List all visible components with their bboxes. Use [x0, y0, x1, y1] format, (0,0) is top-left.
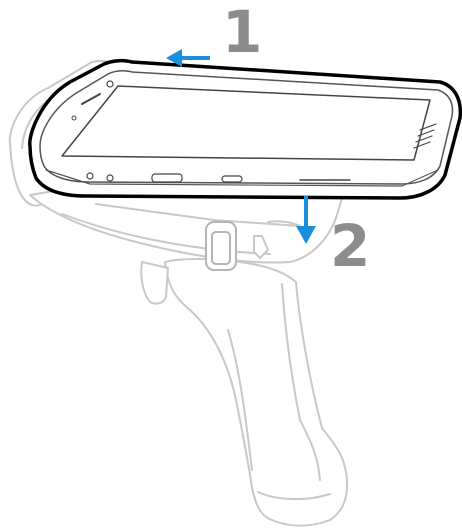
handle-grip-bottom	[257, 491, 331, 501]
handle-grip-edge	[227, 329, 253, 471]
mobile-device	[28, 58, 462, 200]
device-speaker	[81, 93, 101, 105]
step-2-number: 2	[330, 212, 370, 280]
step-1: 1	[166, 0, 262, 67]
device-bottom-edge	[45, 169, 439, 187]
handle-grip-contour	[281, 283, 321, 481]
device-button-left-2	[106, 174, 114, 182]
arrow-left-icon	[166, 49, 210, 67]
cradle-base-line-2	[95, 203, 301, 227]
device-screen	[61, 85, 431, 161]
arrow-down-icon	[296, 196, 316, 244]
cradle-clip	[253, 235, 269, 259]
device-camera	[106, 80, 114, 88]
device-port-usb	[151, 173, 183, 183]
device-button-left-1	[86, 172, 94, 180]
step-2: 2	[296, 196, 370, 280]
cradle-notch	[267, 220, 301, 227]
handle-grip	[164, 258, 349, 527]
cradle-latch-inner	[211, 231, 231, 265]
device-port-pins	[221, 175, 243, 183]
device-sensor	[71, 115, 77, 121]
handle-trigger	[140, 261, 169, 305]
cradle-base-line	[61, 213, 271, 255]
step-1-number: 1	[222, 0, 262, 66]
scan-handle	[140, 258, 349, 527]
device-side-grille	[413, 123, 437, 149]
